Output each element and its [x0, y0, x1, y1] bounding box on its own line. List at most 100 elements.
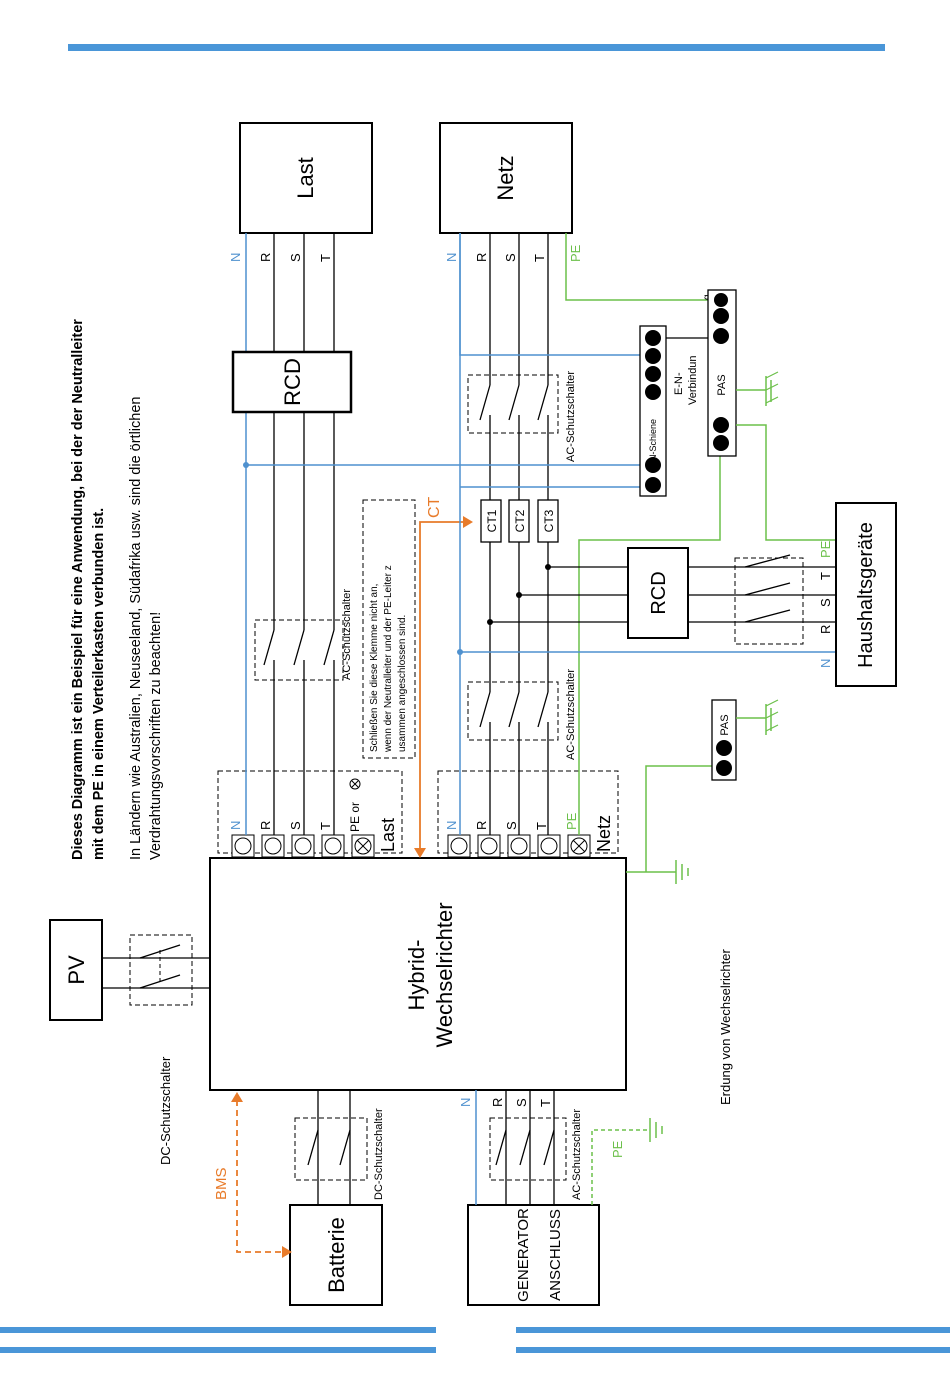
note-bold-1: Dieses Diagramm ist ein Beispiel für ein… — [70, 319, 86, 860]
ct2-box — [508, 499, 530, 543]
en-label-2: Verbindun — [687, 355, 699, 405]
inverter-box — [209, 857, 627, 1091]
warning-line-3: usammen angeschlossen sind. — [397, 615, 408, 752]
generator-box — [467, 1204, 600, 1306]
ct-link — [419, 521, 465, 850]
rcd-load-label: RCD — [280, 358, 305, 406]
gen-t-label: T — [538, 1099, 553, 1107]
last-port-label: Last — [378, 818, 398, 852]
gen-pe-wire — [591, 1129, 650, 1205]
netz-port-label: Netz — [594, 815, 614, 852]
generator-label-2: ANSCHLUSS — [547, 1209, 564, 1301]
ct2-label: CT2 — [513, 509, 527, 532]
dc-breaker-batt-label: DC-Schutzschalter — [373, 1108, 385, 1200]
netz-t-label: T — [532, 254, 547, 262]
grid-box — [439, 122, 573, 234]
load-box — [239, 122, 373, 234]
rcd-household-label: RCD — [648, 571, 670, 614]
household-box — [835, 502, 897, 687]
last-port-frame — [217, 770, 403, 854]
battery-label: Batterie — [324, 1217, 349, 1293]
grid-n-label: N — [444, 821, 459, 830]
ac-breaker-load — [254, 619, 344, 681]
grid-s-label: S — [504, 821, 519, 830]
grid-pe-label: PE — [564, 812, 579, 830]
grid-pe-wire — [565, 233, 712, 301]
last-t-label: T — [318, 254, 333, 262]
load-t-label: T — [318, 822, 333, 830]
inverter-pas-wire — [645, 765, 712, 872]
rcd-household-box — [627, 547, 689, 639]
pas-small-label: PAS — [719, 714, 731, 735]
bms-label: BMS — [213, 1167, 230, 1200]
pv-box — [49, 919, 103, 1021]
household-r-label: R — [818, 625, 833, 634]
last-n-label: N — [228, 253, 243, 262]
last-s-label: S — [288, 253, 303, 262]
load-label: Last — [293, 157, 318, 199]
netz-n-label: N — [444, 253, 459, 262]
netz-pe-label: PE — [568, 244, 583, 262]
gen-r-label: R — [490, 1098, 505, 1107]
battery-box — [289, 1204, 383, 1306]
grid-label: Netz — [493, 155, 518, 200]
ac-breaker-gen — [489, 1117, 567, 1181]
ac-breaker-household — [734, 557, 804, 645]
earth-inverter-label: Erdung von Wechselrichter — [718, 948, 733, 1105]
footer-bar-top-left — [0, 1327, 436, 1333]
dc-breaker-batt — [294, 1117, 368, 1181]
last-r-label: R — [258, 253, 273, 262]
netz-r-label: R — [474, 253, 489, 262]
inverter-label-1: Hybrid- — [404, 940, 429, 1011]
household-pe-label: PE — [818, 540, 833, 558]
netz-s-label: S — [503, 253, 518, 262]
ac-breaker-grid-top — [467, 374, 559, 434]
warning-line-2: wenn der Neutralleiter und der PE-Leiter… — [383, 565, 394, 753]
load-r-label: R — [258, 821, 273, 830]
footer-bar-bottom-left — [0, 1347, 436, 1353]
header-bar — [68, 44, 885, 51]
ct1-box — [480, 499, 502, 543]
gen-n-label: N — [458, 1098, 473, 1107]
grid-terminals — [447, 834, 591, 858]
ac-breaker-grid-in — [467, 681, 559, 741]
inverter-label-2: Wechselrichter — [432, 902, 457, 1047]
grid-n-to-schiene — [459, 233, 650, 356]
ct-label: CT — [426, 496, 443, 518]
note-line-4: Verdrahtungsvorschriften zu beachten! — [148, 612, 164, 860]
pv-label: PV — [64, 955, 89, 985]
load-s-label: S — [288, 821, 303, 830]
ac-breaker-grid-top-label: AC-Schutzschalter — [565, 371, 577, 462]
dc-breaker-pv — [129, 934, 193, 1006]
en-label-1: E-N- — [673, 372, 685, 395]
bms-link — [236, 1100, 284, 1253]
ct1-label: CT1 — [485, 509, 499, 532]
ac-breaker-load-label: AC-Schutzschalter — [341, 589, 353, 680]
generator-label-1: GENERATOR — [515, 1208, 532, 1302]
gen-pe-label: PE — [610, 1140, 625, 1158]
ac-breaker-gen-label: AC-Schutzschalter — [571, 1109, 583, 1200]
grid-t-label: T — [534, 822, 549, 830]
load-pe-or-label: PE or — [348, 802, 362, 832]
footer-bar-top-right — [516, 1327, 950, 1333]
gen-s-label: S — [514, 1098, 529, 1107]
pas-to-household-pe — [736, 424, 836, 541]
load-terminals — [231, 834, 375, 858]
warning-box — [362, 499, 416, 759]
inverter-pe-to-pas — [578, 428, 721, 835]
warning-line-1: Schließen Sie diese Klemme nicht an, — [369, 584, 380, 752]
household-t-label: T — [818, 572, 833, 580]
ac-breaker-grid-in-label: AC-Schutzschalter — [565, 669, 577, 760]
ct3-box — [537, 499, 559, 543]
pas-large-label: PAS — [716, 374, 728, 395]
household-s-label: S — [818, 598, 833, 607]
dc-breaker-pv-label: DC-Schutzschalter — [158, 1056, 173, 1165]
note-line-3: In Ländern wie Australien, Neuseeland, S… — [128, 397, 144, 860]
rcd-load-box — [231, 350, 353, 414]
ct3-label: CT3 — [542, 509, 556, 532]
household-n-label: N — [818, 659, 833, 668]
note-bold-2: mit dem PE in einem Verteilerkasten verb… — [91, 508, 107, 860]
load-n-label: N — [228, 821, 243, 830]
household-label: Haushaltsgeräte — [855, 522, 877, 668]
